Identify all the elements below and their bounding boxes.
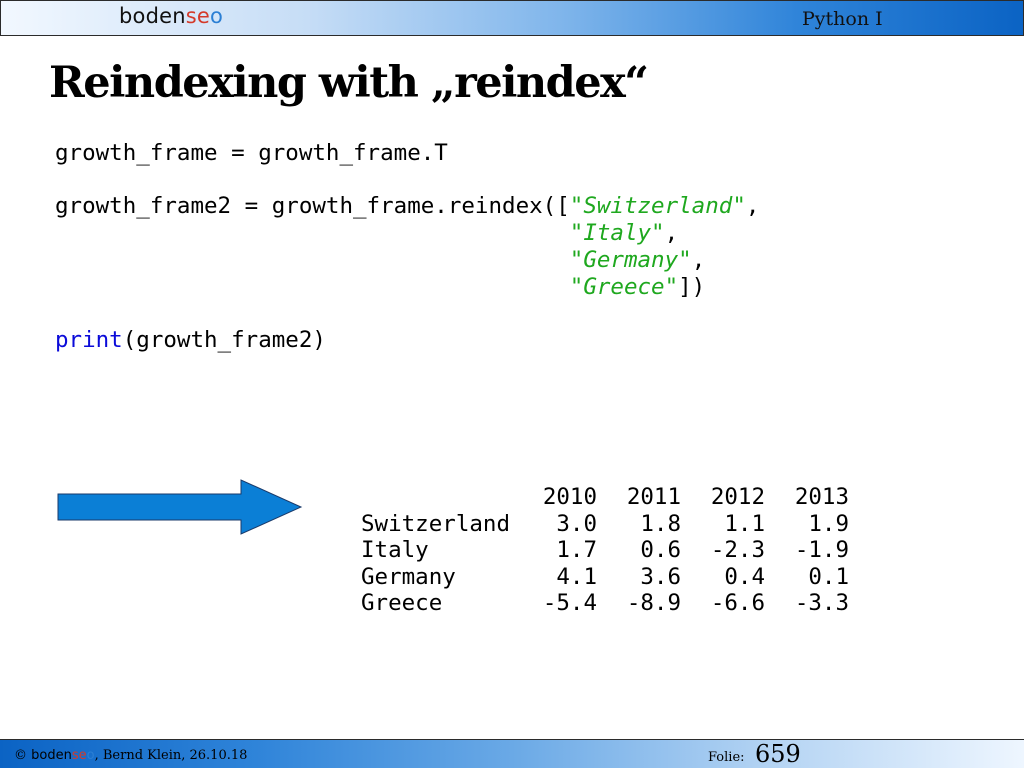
row-label: Switzerland — [361, 510, 511, 537]
row-label: Greece — [361, 590, 443, 616]
code-string-country: Germany — [583, 246, 679, 273]
output-table: 2010 2011 2012 2013 Switzerland 3.0 1.8 … — [361, 431, 849, 643]
logo-text-se: se — [185, 4, 211, 28]
table-cell: 1.9 — [808, 510, 849, 537]
row-label: Germany — [361, 563, 456, 590]
table-header-cell — [361, 484, 531, 511]
code-block: growth_frame = growth_frame.T growth_fra… — [55, 140, 760, 353]
table-header-cell: 2012 — [710, 484, 765, 510]
slide-number-label: Folie: — [708, 750, 745, 765]
slide-title: Reindexing with „reindex“ — [49, 58, 649, 108]
table-cell: 1.1 — [724, 510, 765, 537]
row-label: Italy — [361, 537, 429, 563]
bodenseo-logo: bodenseo — [119, 4, 223, 28]
header-bar: bodenseo Python I — [0, 0, 1024, 36]
code-line-transpose: growth_frame = growth_frame.T — [55, 140, 448, 166]
slide-number: 659 — [755, 740, 801, 768]
logo-text-prefix: boden — [119, 4, 186, 28]
table-row: Germany 4.1 3.6 0.4 0.1 — [361, 564, 849, 591]
course-title: Python I — [802, 8, 883, 30]
table-header-row: 2010 2011 2012 2013 — [361, 484, 849, 511]
table-cell: -3.3 — [794, 590, 849, 616]
copyright-symbol: © — [14, 748, 27, 763]
table-header-cell: 2010 — [542, 484, 597, 510]
table-cell: 0.1 — [808, 563, 849, 590]
table-cell: 0.4 — [724, 563, 765, 590]
table-row: Italy 1.7 0.6 -2.3 -1.9 — [361, 537, 849, 564]
table-cell: 3.6 — [640, 563, 681, 590]
table-row: Switzerland 3.0 1.8 1.1 1.9 — [361, 511, 849, 538]
table-cell: -1.9 — [794, 537, 849, 563]
logo-text-o: o — [210, 4, 224, 28]
table-header-cell: 2011 — [626, 484, 681, 510]
footer-bar: © bodenseo, Bernd Klein, 26.10.18 Folie:… — [0, 739, 1024, 768]
table-cell: -5.4 — [542, 590, 597, 616]
print-keyword: print — [55, 326, 123, 353]
code-string-country: Switzerland — [583, 193, 733, 220]
code-line-print: print(growth_frame2) — [55, 326, 326, 353]
table-cell: 1.8 — [640, 510, 681, 537]
table-cell: -2.3 — [710, 537, 765, 563]
footer-credit: © bodenseo, Bernd Klein, 26.10.18 — [14, 748, 247, 763]
arrow-shape — [57, 479, 303, 535]
table-cell: -6.6 — [710, 590, 765, 616]
right-arrow-icon — [57, 479, 303, 535]
table-cell: -8.9 — [626, 590, 681, 616]
table-cell: 1.7 — [556, 537, 597, 563]
author-date: , Bernd Klein, 26.10.18 — [94, 748, 248, 763]
code-line-reindex: growth_frame2 = growth_frame.reindex(["S… — [55, 193, 760, 220]
table-header-cell: 2013 — [794, 484, 849, 510]
footer-logo: bodenseo — [31, 748, 95, 763]
code-string-country: Greece — [583, 273, 665, 300]
table-cell: 3.0 — [556, 510, 597, 537]
table-cell: 0.6 — [640, 537, 681, 563]
table-row: Greece -5.4 -8.9 -6.6 -3.3 — [361, 590, 849, 617]
code-string-country: Italy — [583, 220, 652, 247]
table-cell: 4.1 — [556, 563, 597, 590]
